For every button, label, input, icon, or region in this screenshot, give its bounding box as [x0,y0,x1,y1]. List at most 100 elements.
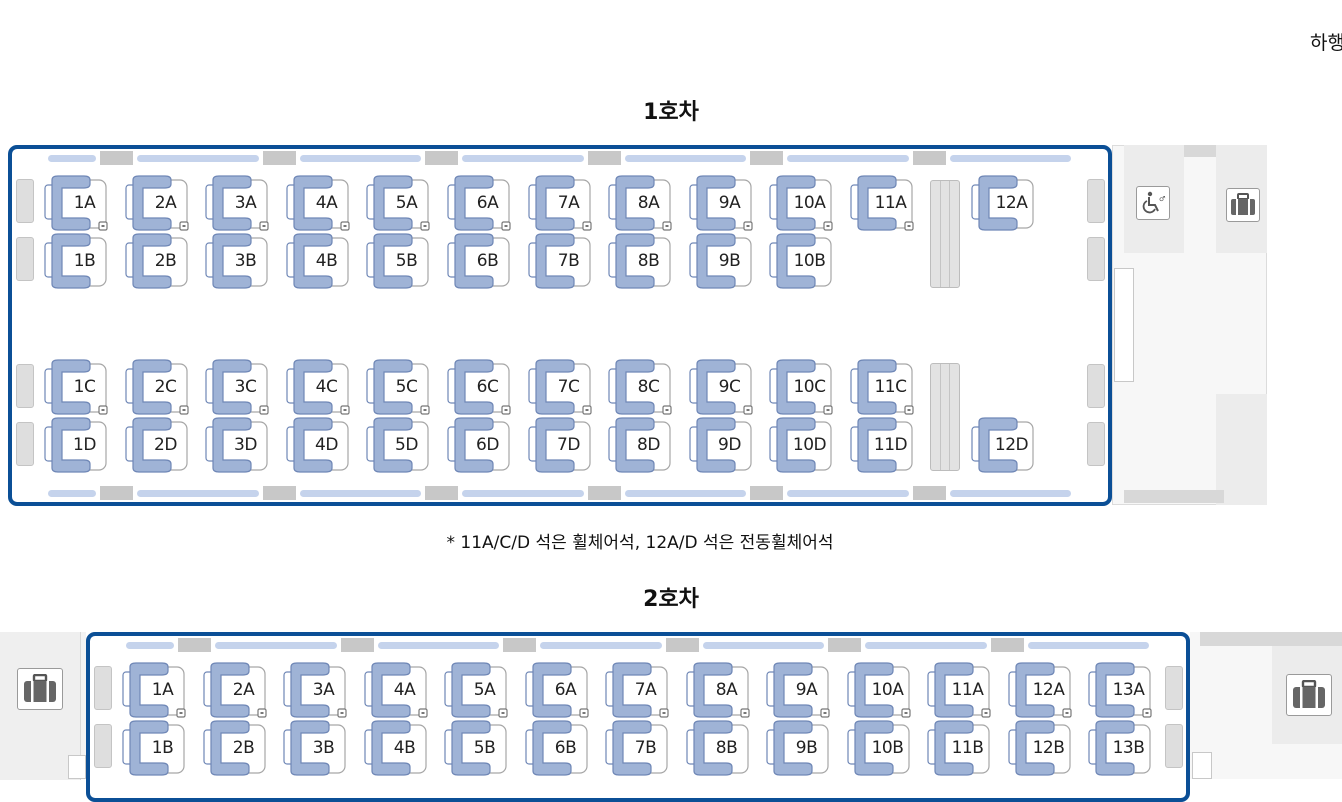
seat-number: 7A [634,680,657,700]
seat-4a[interactable]: 4A [286,175,350,231]
window [462,490,584,497]
seat-9a[interactable]: 9A [689,175,753,231]
car-1-wall-panel [16,237,34,281]
seat-9a[interactable]: 9A [766,662,830,718]
seat-7c[interactable]: 7C [528,359,592,415]
seat-number: 5A [395,193,418,213]
seat-3b[interactable]: 3B [205,233,269,289]
seat-7a[interactable]: 7A [605,662,669,718]
seat-8c[interactable]: 8C [608,359,672,415]
seat-7b[interactable]: 7B [528,233,592,289]
seat-11d[interactable]: 11D [850,417,914,473]
seat-9d[interactable]: 9D [689,417,753,473]
seat-11a[interactable]: 11A [927,662,991,718]
window [48,155,96,162]
window-frame [425,486,458,500]
seat-2b[interactable]: 2B [203,720,267,776]
seat-10a[interactable]: 10A [769,175,833,231]
seat-6b[interactable]: 6B [525,720,589,776]
vestibule-door [68,755,86,779]
seat-2c[interactable]: 2C [125,359,189,415]
seat-6d[interactable]: 6D [447,417,511,473]
window-frame [340,638,374,652]
seat-4c[interactable]: 4C [286,359,350,415]
seat-5d[interactable]: 5D [366,417,430,473]
seat-2a[interactable]: 2A [125,175,189,231]
seat-2a[interactable]: 2A [203,662,267,718]
seat-number: 9A [795,680,818,700]
seat-9b[interactable]: 9B [766,720,830,776]
window [624,155,746,162]
seat-6c[interactable]: 6C [447,359,511,415]
seat-8a[interactable]: 8A [608,175,672,231]
window-frame [262,486,296,500]
seat-13a[interactable]: 13A [1088,662,1152,718]
seat-2b[interactable]: 2B [125,233,189,289]
seat-3a[interactable]: 3A [283,662,347,718]
seat-1a[interactable]: 1A [122,662,186,718]
seat-number: 10A [793,193,826,213]
seat-1d[interactable]: 1D [44,417,108,473]
seat-3d[interactable]: 3D [205,417,269,473]
seat-number: 4D [315,435,338,455]
seat-9c[interactable]: 9C [689,359,753,415]
seat-number: 3A [234,193,257,213]
seat-10c[interactable]: 10C [769,359,833,415]
seat-11c[interactable]: 11C [850,359,914,415]
seat-5a[interactable]: 5A [444,662,508,718]
seat-5c[interactable]: 5C [366,359,430,415]
seat-number: 6B [476,251,499,271]
seat-10d[interactable]: 10D [769,417,833,473]
seat-5a[interactable]: 5A [366,175,430,231]
seat-9b[interactable]: 9B [689,233,753,289]
seat-6b[interactable]: 6B [447,233,511,289]
car-1-wall-panel [16,422,34,466]
window-frame [912,151,946,165]
seat-number: 7D [557,435,580,455]
seat-1c[interactable]: 1C [44,359,108,415]
seat-number: 8C [637,377,660,397]
seat-12d[interactable]: 12D [971,417,1035,473]
seat-number: 2A [232,680,255,700]
seat-10b[interactable]: 10B [769,233,833,289]
seat-3c[interactable]: 3C [205,359,269,415]
seat-1b[interactable]: 1B [44,233,108,289]
vestibule-door [1114,268,1134,382]
seat-4b[interactable]: 4B [286,233,350,289]
seat-5b[interactable]: 5B [444,720,508,776]
seat-7b[interactable]: 7B [605,720,669,776]
seat-1b[interactable]: 1B [122,720,186,776]
seat-3a[interactable]: 3A [205,175,269,231]
seat-6a[interactable]: 6A [525,662,589,718]
seat-12a[interactable]: 12A [971,175,1035,231]
seat-8b[interactable]: 8B [686,720,750,776]
seat-10a[interactable]: 10A [847,662,911,718]
seat-12b[interactable]: 12B [1008,720,1072,776]
seat-8d[interactable]: 8D [608,417,672,473]
seat-8b[interactable]: 8B [608,233,672,289]
seat-11a[interactable]: 11A [850,175,914,231]
seat-10b[interactable]: 10B [847,720,911,776]
vestibule-panel [1184,145,1216,157]
seat-4a[interactable]: 4A [364,662,428,718]
seat-12a[interactable]: 12A [1008,662,1072,718]
seat-13b[interactable]: 13B [1088,720,1152,776]
seat-7d[interactable]: 7D [528,417,592,473]
seat-2d[interactable]: 2D [125,417,189,473]
seat-5b[interactable]: 5B [366,233,430,289]
vestibule-panel [1124,490,1224,503]
seat-8a[interactable]: 8A [686,662,750,718]
seat-3b[interactable]: 3B [283,720,347,776]
direction-label: 하행 [1310,32,1342,54]
seat-4b[interactable]: 4B [364,720,428,776]
seat-11b[interactable]: 11B [927,720,991,776]
seat-1a[interactable]: 1A [44,175,108,231]
seat-number: 1C [73,377,96,397]
seat-4d[interactable]: 4D [286,417,350,473]
seat-6a[interactable]: 6A [447,175,511,231]
car-1-window-strip-top [14,151,1106,165]
svg-text:♂♀: ♂♀ [1159,195,1166,203]
seat-number: 6A [476,193,499,213]
car-2-window-strip-top [92,638,1184,652]
seat-7a[interactable]: 7A [528,175,592,231]
